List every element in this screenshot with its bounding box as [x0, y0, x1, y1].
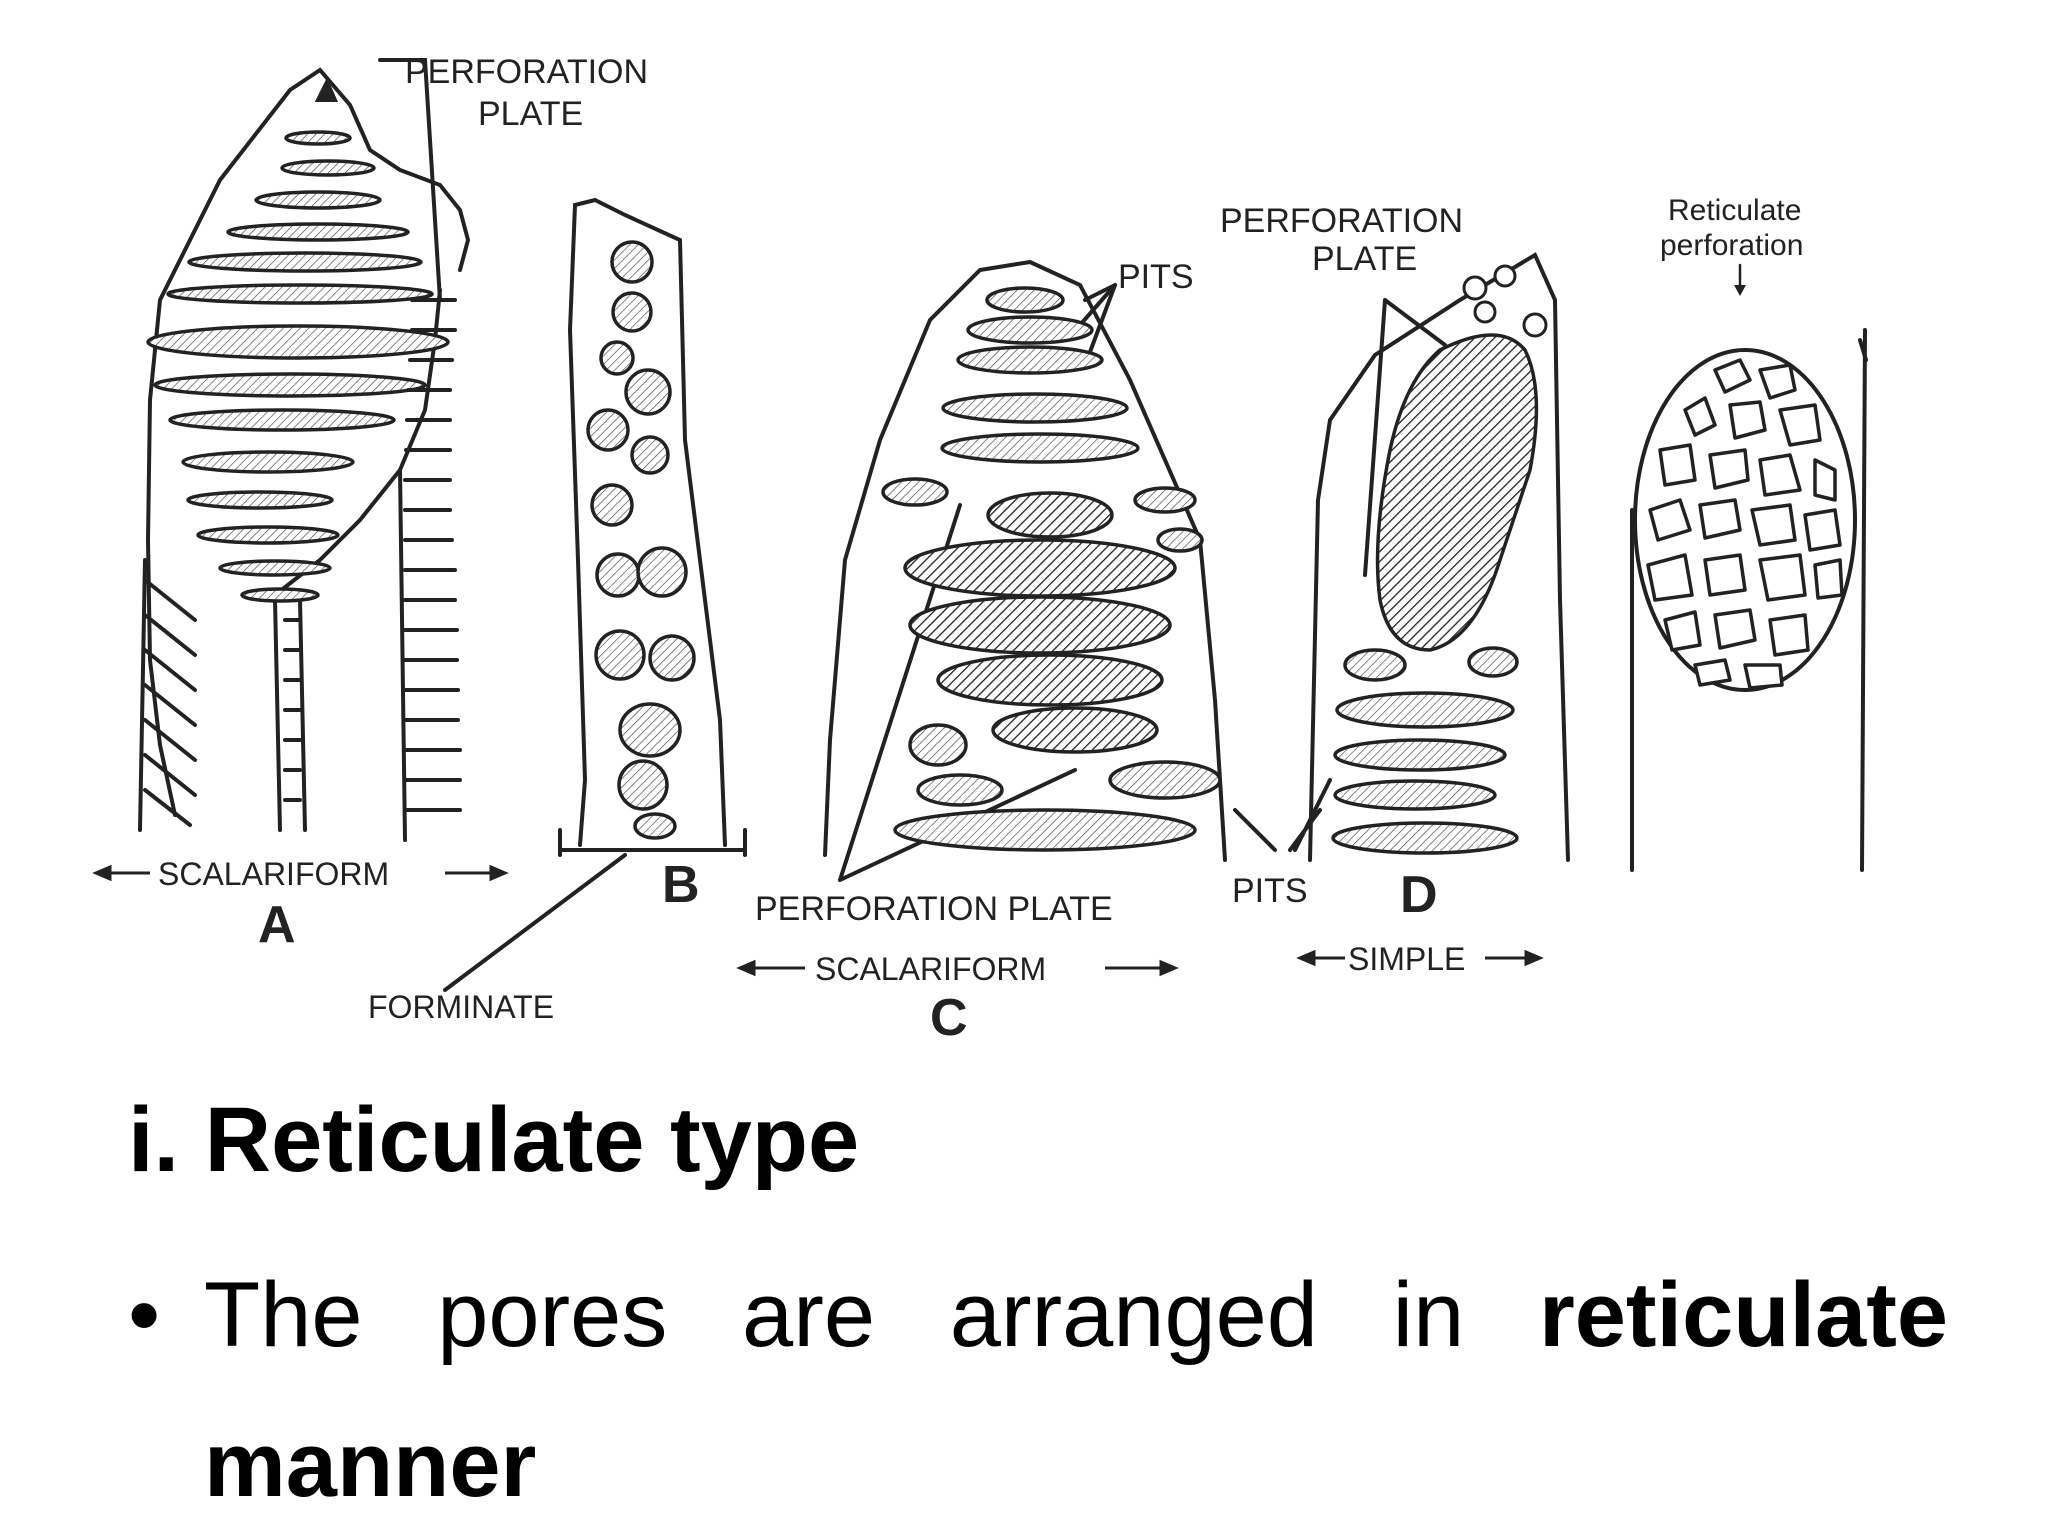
label-d-plate: PLATE: [1312, 240, 1417, 278]
vessel-a-apex-mark: [314, 77, 339, 102]
vessel-d-simple-arrow: [1296, 949, 1544, 967]
vessel-a-right-wall: [398, 468, 407, 842]
label-c-letter: C: [930, 989, 968, 1047]
vessel-d-outline: [1308, 252, 1570, 862]
vessel-d-plate-leaders: [1363, 298, 1447, 577]
label-d-perforation: PERFORATION: [1220, 202, 1463, 240]
label-c-perforation-plate: PERFORATION PLATE: [755, 890, 1113, 928]
vessel-e-right-wall: [1860, 328, 1867, 872]
vessel-a-plate-leader: [378, 58, 442, 302]
vessel-b-plate-bracket: [558, 828, 747, 857]
label-a-type: SCALARIFORM: [158, 856, 389, 892]
vessel-b-plate-leader: [443, 853, 627, 992]
vessel-d-pit-pairs: [1331, 646, 1519, 855]
label-d-pits: PITS: [1232, 872, 1308, 910]
slide-bullet: • The pores are arranged in reticulate m…: [128, 1240, 1948, 1540]
bullet-text: The pores are arranged in reticulate man…: [204, 1240, 1948, 1540]
bullet-text-regular: The pores are arranged in: [204, 1264, 1539, 1366]
vessel-a-outline: [145, 67, 471, 817]
vessel-element-e: [1630, 263, 1868, 872]
vessel-b-pores: [586, 240, 696, 840]
bullet-marker: •: [128, 1264, 161, 1366]
vessel-c-pit-pairs: [881, 286, 1222, 852]
vessel-d-pit-leaders: [1233, 778, 1332, 852]
bullet-text-bold: reticulate manner: [204, 1264, 1948, 1516]
vessel-c-perforation-bars: [903, 491, 1177, 754]
vessel-a-bars: [146, 130, 450, 603]
vessel-d-small-pits: [1462, 264, 1548, 338]
vessel-element-d: [1233, 252, 1570, 862]
label-d-letter: D: [1400, 866, 1438, 924]
vessel-c-outline: [823, 259, 1227, 862]
label-c-type: SCALARIFORM: [815, 951, 1046, 987]
reticulate-plate-outline: [1633, 348, 1857, 692]
label-c-pits: PITS: [1118, 258, 1194, 296]
vessel-a-left-lower-wall: [138, 558, 147, 832]
vessel-b-outline: [567, 197, 727, 847]
label-e-perforation: perforation: [1660, 229, 1803, 262]
vessel-c-scalariform-arrow: [736, 959, 1179, 977]
vessel-element-a: [138, 58, 471, 842]
label-a-letter: A: [258, 896, 296, 954]
label-b-letter: B: [662, 856, 700, 914]
label-d-type: SIMPLE: [1348, 941, 1465, 977]
slide-heading: i. Reticulate type: [128, 1089, 860, 1191]
vessel-c-pit-leaders: [1078, 283, 1117, 354]
label-a-plate: PLATE: [478, 95, 583, 133]
vessel-element-b: [443, 197, 747, 992]
reticulate-pores: [1646, 358, 1844, 690]
vessel-a-scalariform-arrow: [92, 864, 509, 882]
vessel-a-side-striations: [143, 298, 462, 827]
vessel-perforation-diagram: PERFORATION PLATE SCALARIFORM A B FORMIN…: [92, 53, 1868, 1047]
vessel-a-lower-column: [273, 598, 307, 832]
label-b-forminate: FORMINATE: [368, 989, 554, 1025]
reticulate-arrow-head: [1734, 285, 1746, 296]
vessel-d-perforation-plate: [1375, 333, 1539, 652]
label-a-perforation: PERFORATION: [405, 53, 648, 91]
label-e-reticulate: Reticulate: [1668, 194, 1801, 227]
